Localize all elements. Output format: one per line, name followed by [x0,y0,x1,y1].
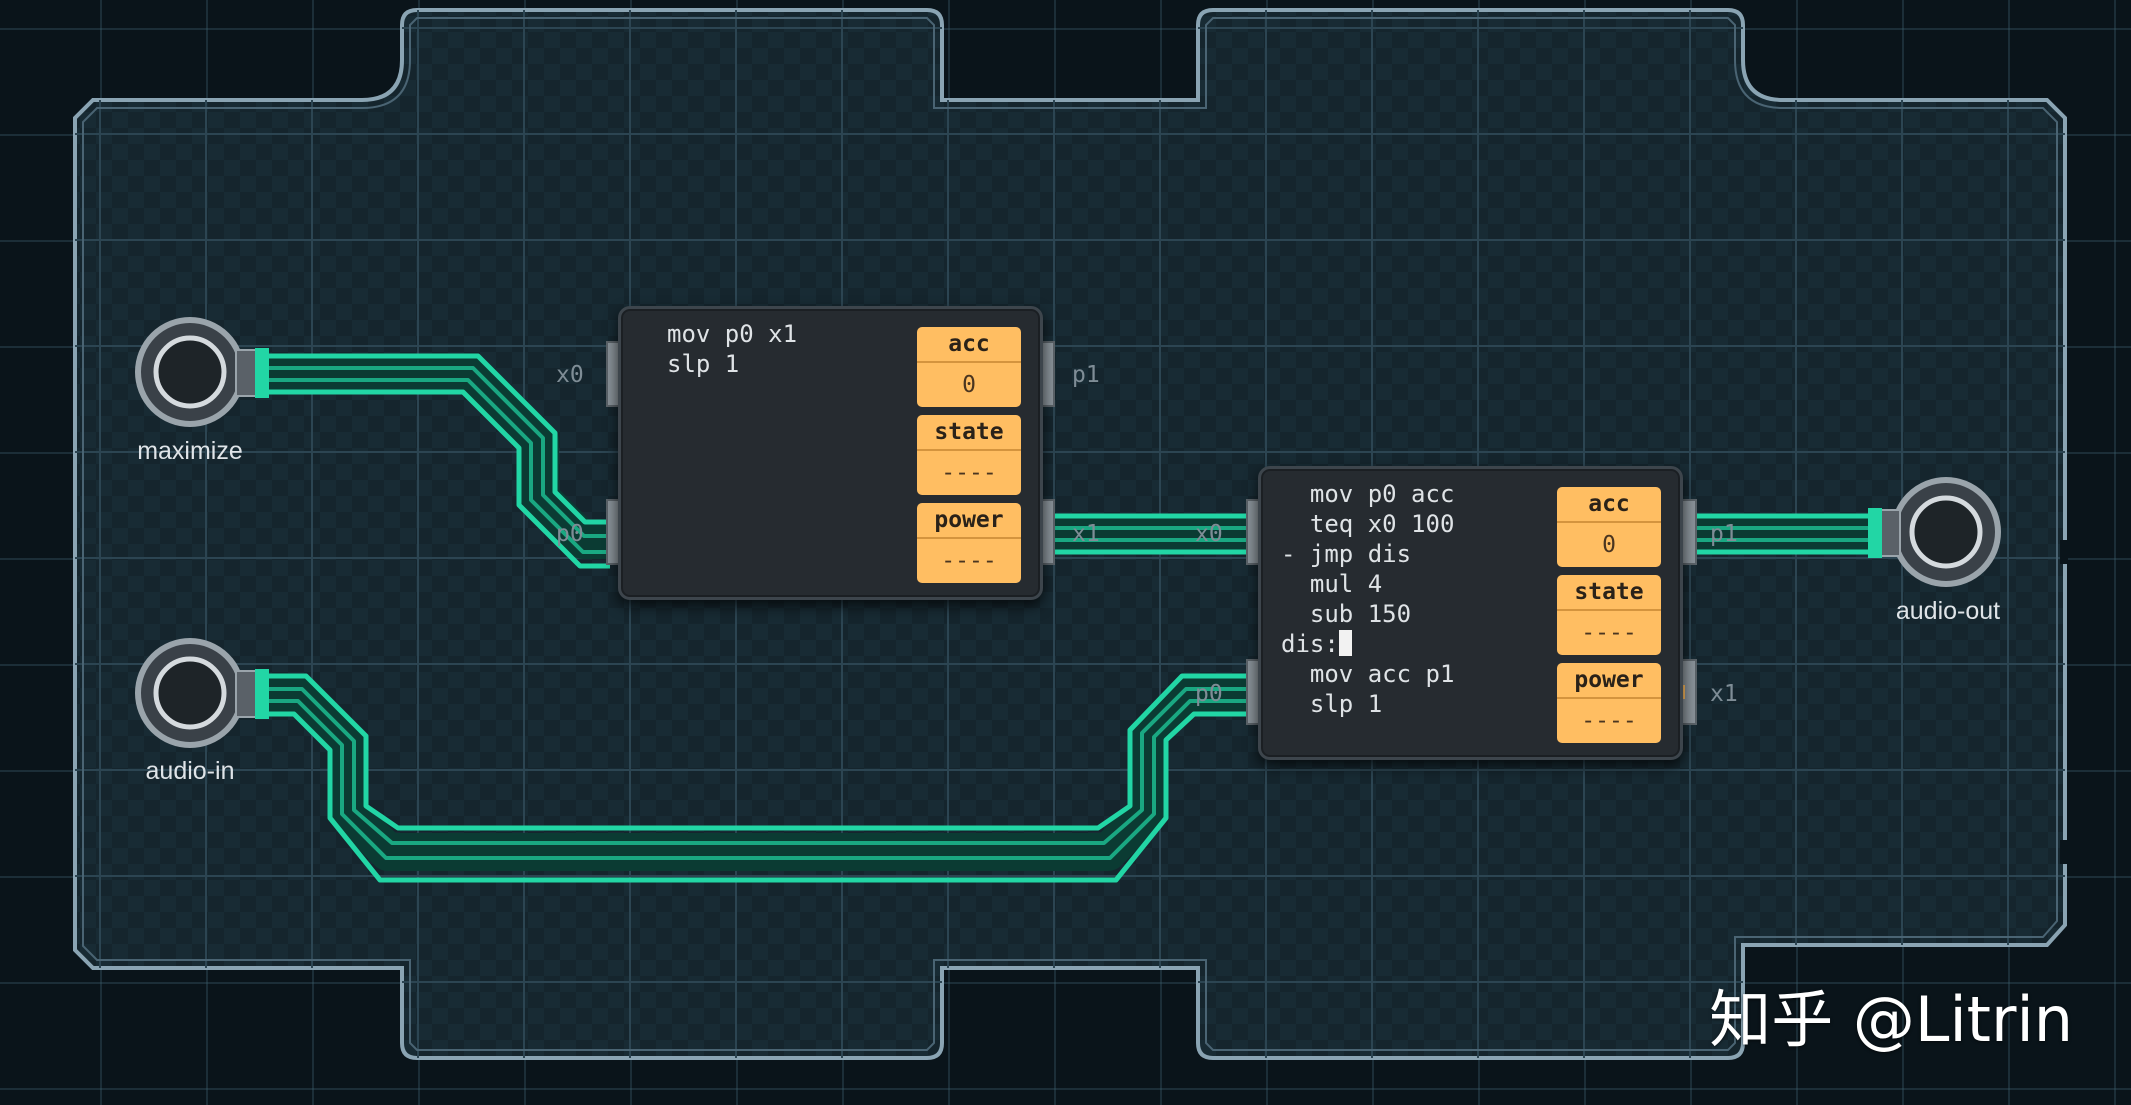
chip1-register-acc: acc 0 [917,327,1021,407]
pin-maximize[interactable] [135,317,269,427]
chip2-port-label-p1: p1 [1710,521,1738,547]
register-value: ---- [941,460,997,486]
chip1-register-power: power ---- [917,503,1021,583]
chip2-port-label-p0: p0 [1195,681,1223,707]
wire-chip1-x1-to-chip2-x0 [1048,513,1250,555]
register-value: 0 [1602,532,1616,558]
code-line[interactable]: slp 1 [1281,690,1383,718]
code-line[interactable]: mov acc p1 [1281,660,1455,688]
register-name: state [1557,575,1661,611]
wire-audio-in-to-chip2-p0 [255,673,1250,883]
pin-label-audio-out: audio-out [1895,597,2001,625]
wire-chip2-p1-to-audio-out [1692,513,1880,555]
chip2-register-power: power ---- [1557,663,1661,743]
watermark: 知乎 @Litrin [1709,983,2073,1056]
register-value: 0 [962,372,976,398]
code-label-text: dis: [1281,630,1339,658]
chip1-code-editor[interactable]: mov p0 x1 slp 1 [667,319,797,379]
chip1-port-label-x1: x1 [1072,521,1100,547]
register-name: power [917,503,1021,539]
code-line[interactable]: mul 4 [1281,570,1383,598]
code-line[interactable]: - jmp dis [1281,540,1412,568]
pin-label-audio-in: audio-in [145,757,235,785]
chip1-port-label-x0: x0 [556,362,584,388]
register-name: acc [917,327,1021,363]
register-name: state [917,415,1021,451]
pin-audio-out[interactable] [1868,477,2001,587]
register-name: acc [1557,487,1661,523]
chip2-port-p1 [1681,499,1697,565]
chip2-port-label-x0: x0 [1195,521,1223,547]
register-value: ---- [1581,620,1637,646]
chip2-code-editor[interactable]: mov p0 acc teq x0 100 - jmp dis mul 4 su… [1281,479,1454,719]
register-name: power [1557,663,1661,699]
register-value: ---- [1581,708,1637,734]
microcontroller-chip-1[interactable]: mov p0 x1 slp 1 acc 0 state ---- power -… [618,306,1043,600]
code-line[interactable]: mov p0 acc [1281,480,1455,508]
chip2-port-label-x1: x1 [1710,681,1738,707]
code-line[interactable]: teq x0 100 [1281,510,1455,538]
chip2-register-state: state ---- [1557,575,1661,655]
code-line[interactable]: sub 150 [1281,600,1412,628]
text-cursor [1338,630,1352,656]
code-line[interactable]: slp 1 [667,350,740,378]
chip2-register-acc: acc 0 [1557,487,1661,567]
register-value: ---- [941,548,997,574]
chip1-register-state: state ---- [917,415,1021,495]
pin-label-maximize: maximize [137,437,243,465]
code-line[interactable]: mov p0 x1 [667,320,798,348]
chip1-port-label-p1: p1 [1072,362,1100,388]
microcontroller-chip-2[interactable]: mov p0 acc teq x0 100 - jmp dis mul 4 su… [1258,466,1683,760]
pin-audio-in[interactable] [135,638,269,748]
chip1-port-label-p0: p0 [556,521,584,547]
code-line-label[interactable]: dis: [1281,629,1454,659]
wire-maximize-to-chip1-p0 [255,353,610,569]
